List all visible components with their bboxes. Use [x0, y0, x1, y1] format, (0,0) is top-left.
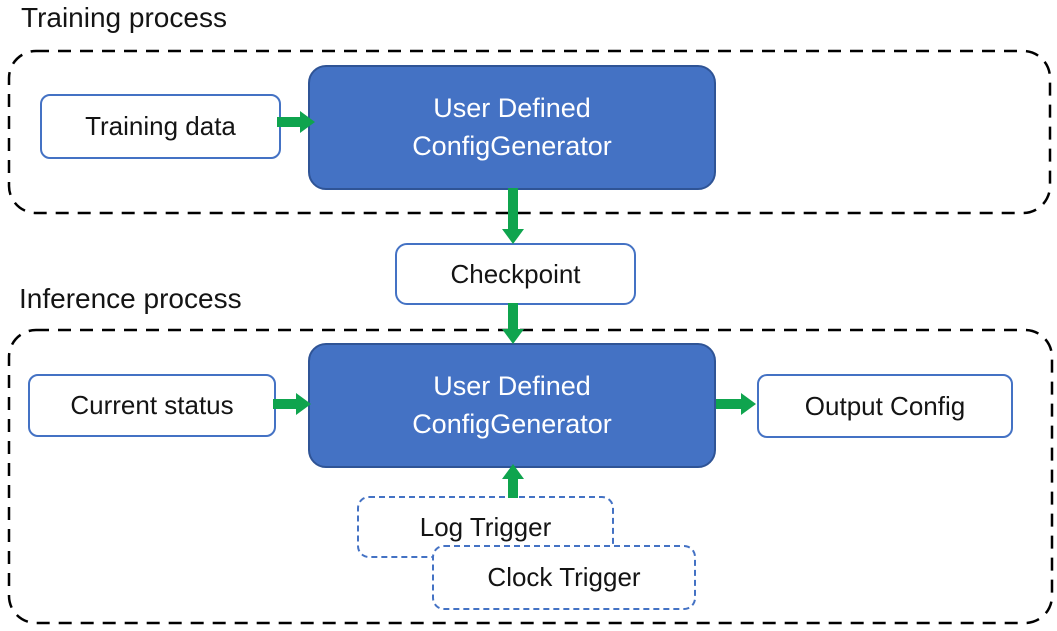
inference-process-container [7, 328, 1054, 625]
inference-process-label: Inference process [19, 283, 242, 314]
config-generator-training-line2: ConfigGenerator [412, 130, 612, 161]
current-status-box: Current status [28, 374, 276, 437]
output-config-box: Output Config [757, 374, 1013, 438]
config-generator-training-line1: User Defined [433, 93, 591, 124]
arrow-generator-to-output-config [716, 393, 756, 415]
clock-trigger-label: Clock Trigger [487, 562, 641, 592]
output-config-label: Output Config [804, 390, 966, 421]
clock-trigger-box: Clock Trigger [432, 545, 696, 610]
training-data-label: Training data [85, 111, 236, 141]
arrow-triggers-to-generator [502, 464, 524, 498]
training-data-box: Training data [40, 94, 281, 159]
checkpoint-box: Checkpoint [395, 243, 636, 305]
config-generator-inference-line1: User Defined [433, 371, 591, 402]
arrow-training-data-to-generator [277, 111, 315, 133]
config-generator-inference-line2: ConfigGenerator [412, 408, 612, 439]
config-generator-box-inference: User Defined ConfigGenerator [308, 343, 716, 468]
arrow-current-status-to-generator [273, 393, 311, 415]
training-process-label: Training process [21, 2, 227, 33]
config-generator-box-training: User Defined ConfigGenerator [308, 65, 716, 190]
arrow-checkpoint-to-generator [502, 303, 524, 344]
log-trigger-label: Log Trigger [419, 511, 552, 542]
arrow-generator-to-checkpoint [502, 188, 524, 244]
current-status-label: Current status [70, 390, 234, 420]
training-process-container [7, 49, 1052, 215]
checkpoint-label: Checkpoint [450, 258, 581, 289]
